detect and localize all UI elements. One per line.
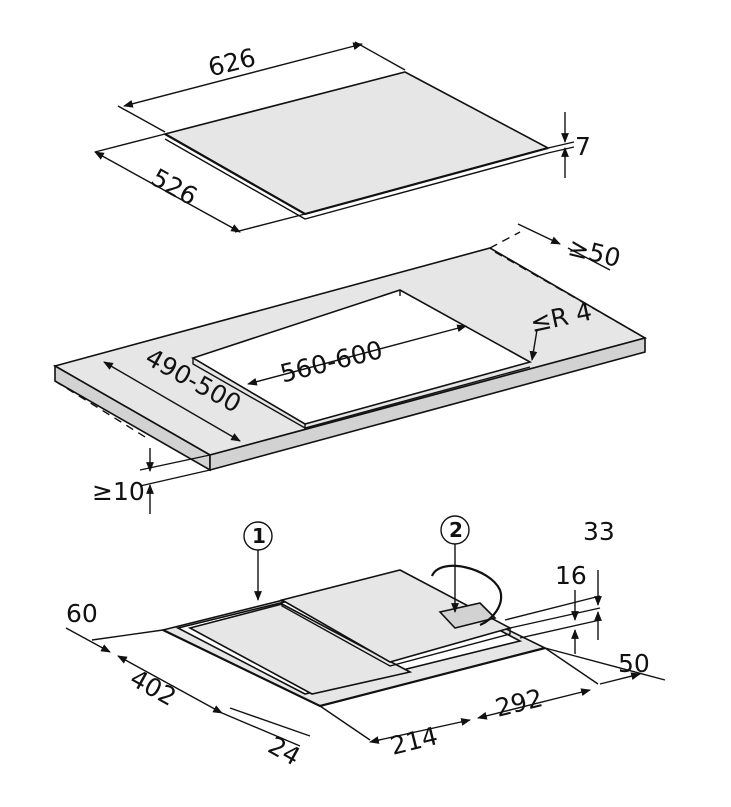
hob-left-module [187, 603, 413, 695]
dim-33-label: 33 [583, 517, 615, 546]
dim-line-490-500 [103, 361, 241, 442]
dim-line-626 [123, 42, 363, 108]
callout-2-label: 2 [449, 518, 463, 542]
worktop-side-edge [209, 336, 646, 472]
dim-292-label: 292 [492, 683, 545, 723]
dim-7-label: 7 [575, 132, 591, 161]
dim-214-label: 214 [387, 721, 440, 761]
callout-1-label: 1 [252, 524, 266, 548]
dim-402-label: 402 [125, 663, 181, 711]
dim-line-560-600 [247, 324, 467, 386]
dim-24-label: 24 [263, 731, 305, 772]
worktop-cutout-view: ≥50 ≤R 4 560-600 490-500 ≥10 [52, 223, 648, 514]
power-cable [430, 564, 503, 627]
dim-16-label: 16 [555, 561, 587, 590]
dim-line-526 [94, 151, 241, 233]
dim-thickness-label: ≥10 [92, 477, 145, 506]
dim-line-402 [117, 655, 223, 714]
dim-626-label: 626 [205, 43, 258, 83]
hob-underside-view: 1 2 60 402 24 214 292 50 [65, 515, 666, 772]
hob-glass-plate [162, 71, 551, 215]
dim-50-label: 50 [618, 649, 650, 678]
hob-top-view: 626 526 7 [94, 41, 591, 233]
dim-clearance-label: ≥50 [565, 232, 623, 273]
dim-526-label: 526 [146, 163, 202, 211]
dim-60-label: 60 [66, 599, 98, 628]
